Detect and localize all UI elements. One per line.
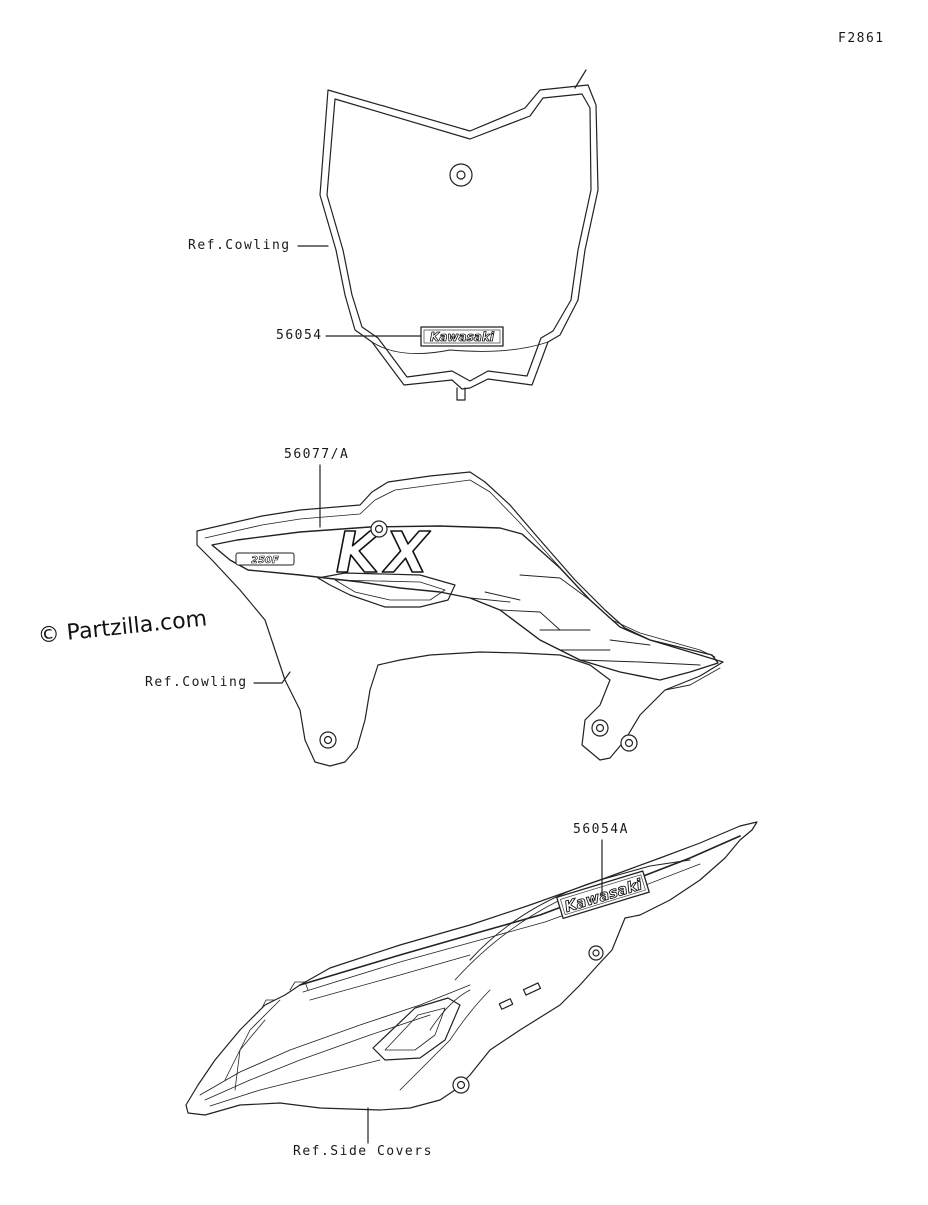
svg-text:Kawasaki: Kawasaki: [430, 330, 495, 344]
callout-part-56054a: 56054A: [573, 822, 629, 837]
side-kawasaki-decal: Kawasaki: [556, 870, 650, 920]
shroud-mount-hole-rear: [591, 719, 609, 737]
radiator-shroud: 250F KX: [196, 471, 724, 767]
shroud-mount-hole-bottom: [319, 731, 337, 749]
side-cover: Kawasaki: [185, 821, 758, 1116]
svg-text:KX: KX: [336, 521, 435, 586]
front-kawasaki-decal: Kawasaki: [420, 326, 504, 347]
callout-shroud-ref-cowling: Ref.Cowling: [145, 675, 248, 690]
plate-mount-hole: [449, 163, 473, 187]
svg-text:Kawasaki: Kawasaki: [562, 875, 644, 916]
sidecover-mount-hole-lower: [452, 1076, 470, 1094]
callout-ref-side-covers: Ref.Side Covers: [293, 1144, 433, 1159]
svg-text:250F: 250F: [251, 555, 279, 566]
shroud-mount-hole-top: [370, 520, 388, 538]
shroud-mount-hole-tab: [620, 734, 638, 752]
callout-part-56077a: 56077/A: [284, 447, 350, 462]
front-number-plate: Kawasaki: [319, 69, 599, 401]
figure-code: F2861: [838, 31, 885, 46]
callout-part-56054: 56054: [276, 328, 323, 343]
sidecover-mount-hole-upper: [588, 945, 604, 961]
shroud-250f-badge: 250F: [235, 552, 295, 566]
callout-front-ref-cowling: Ref.Cowling: [188, 238, 291, 253]
shroud-kx-logo: KX: [335, 520, 435, 587]
